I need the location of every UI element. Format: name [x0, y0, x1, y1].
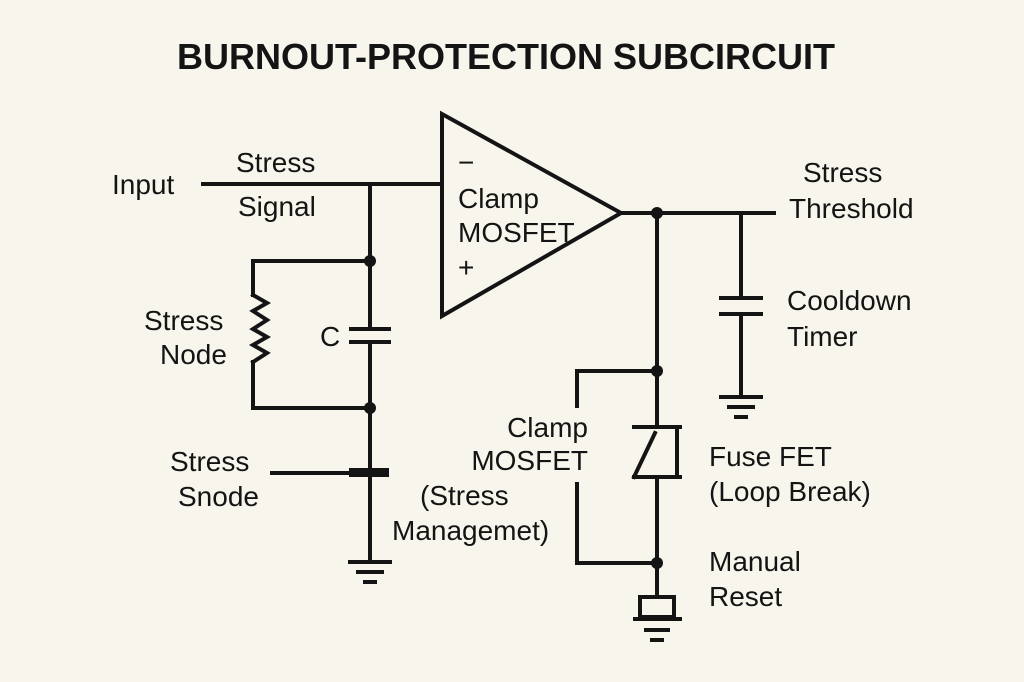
ground-icon: [348, 560, 392, 584]
clamp-mosfet-label-line2: MOSFET: [471, 445, 588, 476]
cooldown-capacitor-symbol: [719, 211, 763, 399]
manual-reset-label-line1: Manual: [709, 546, 801, 577]
stress-node-label-line1: Stress: [144, 305, 223, 336]
clamp-bracket-top: [575, 369, 659, 408]
fuse-fet-label-line1: Fuse FET: [709, 441, 832, 472]
cooldown-timer-label-line2: Timer: [787, 321, 858, 352]
op-amp-label-line2: MOSFET: [458, 217, 575, 248]
stress-snode-bar: [349, 468, 389, 477]
cooldown-timer-label-line1: Cooldown: [787, 285, 912, 316]
stress-snode-label-line2: Snode: [178, 481, 259, 512]
op-amp-plus: +: [458, 252, 474, 283]
resistor-loop: [248, 259, 372, 410]
manual-reset-label-line2: Reset: [709, 581, 782, 612]
stress-threshold-label-line1: Stress: [803, 157, 882, 188]
stress-snode-label-line1: Stress: [170, 446, 249, 477]
capacitor-c-symbol: [349, 318, 391, 344]
stress-threshold-label-line2: Threshold: [789, 193, 914, 224]
input-label: Input: [112, 169, 174, 200]
fuse-fet-symbol: [631, 425, 682, 599]
clamp-mosfet-label-line3: (Stress: [420, 480, 509, 511]
junction-dot: [364, 255, 376, 267]
capacitor-c-label: C: [320, 321, 340, 352]
op-amp-label-line1: Clamp: [458, 183, 539, 214]
diagram-title: BURNOUT-PROTECTION SUBCIRCUIT: [177, 36, 835, 77]
clamp-bracket-bottom: [575, 482, 659, 565]
ground-icon: [644, 628, 670, 642]
op-amp-minus: −: [458, 147, 474, 178]
op-amp-triangle: [440, 110, 626, 320]
junction-dot: [364, 402, 376, 414]
clamp-mosfet-label-line1: Clamp: [507, 412, 588, 443]
junction-dot: [651, 557, 663, 569]
stress-node-label-line2: Node: [160, 339, 227, 370]
stress-signal-label-line2: Signal: [238, 191, 316, 222]
manual-reset-button-symbol: [633, 595, 682, 621]
ground-icon: [719, 395, 763, 419]
stress-signal-label-line1: Stress: [236, 147, 315, 178]
clamp-mosfet-label-line4: Managemet): [392, 515, 549, 546]
fuse-fet-label-line2: (Loop Break): [709, 476, 871, 507]
